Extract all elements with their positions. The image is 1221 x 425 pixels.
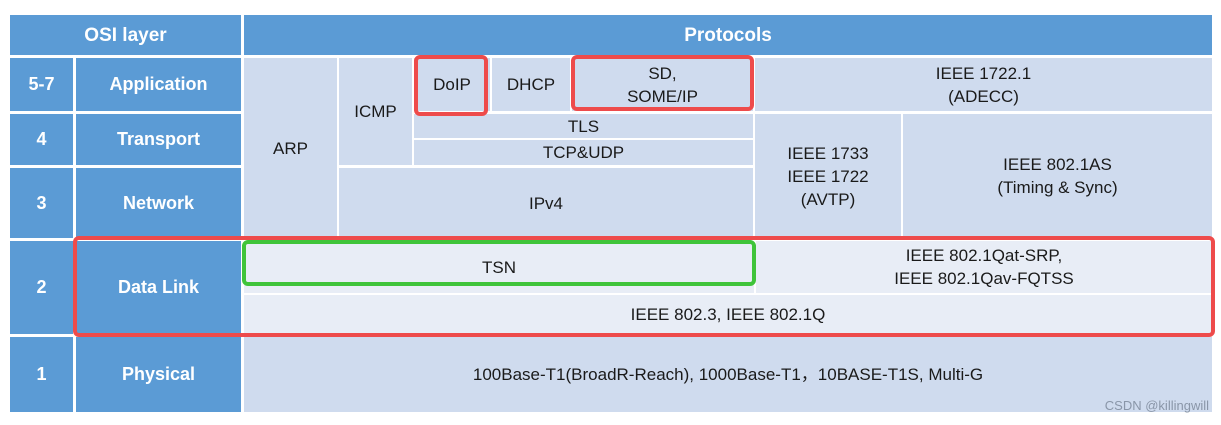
layer-number-4: 4 [10,114,73,165]
layer-number-2: 2 [10,241,73,334]
layer-name-application: Application [76,58,241,111]
sd-someip-highlight-box [571,55,754,111]
protocol-tls: TLS [414,114,753,138]
protocol-ieee-802-3: IEEE 802.3, IEEE 802.1Q [244,295,1212,334]
layer-name-data-link: Data Link [76,241,241,334]
doip-highlight-box [414,55,488,116]
protocol-ieee-1722-1: IEEE 1722.1 (ADECC) [755,58,1212,111]
data-link-highlight-box [73,236,1215,337]
protocol-sd-someip: SD, SOME/IP [572,58,753,111]
tsn-highlight-box [242,240,756,286]
layer-name-network: Network [76,168,241,238]
protocols-header: Protocols [244,15,1212,55]
watermark: CSDN @killingwill [1104,398,1209,413]
protocol-physical: 100Base-T1(BroadR-Reach), 1000Base-T1，10… [244,337,1212,412]
layer-name-physical: Physical [76,337,241,412]
layer-name-transport: Transport [76,114,241,165]
protocol-avtp: IEEE 1733 IEEE 1722 (AVTP) [755,114,901,238]
protocol-dhcp: DHCP [492,58,570,111]
layer-number-5-7: 5-7 [10,58,73,111]
protocol-srp-fqtss: IEEE 802.1Qat-SRP, IEEE 802.1Qav-FQTSS [756,241,1212,293]
protocol-tcp-udp: TCP&UDP [414,140,753,165]
osi-layer-header: OSI layer [10,15,241,55]
protocol-ipv4: IPv4 [339,168,753,238]
protocol-doip: DoIP [414,58,490,111]
protocol-icmp: ICMP [339,58,412,165]
protocol-arp: ARP [244,58,337,238]
layer-number-1: 1 [10,337,73,412]
layer-number-3: 3 [10,168,73,238]
protocol-ieee-802-1as: IEEE 802.1AS (Timing & Sync) [903,114,1212,238]
